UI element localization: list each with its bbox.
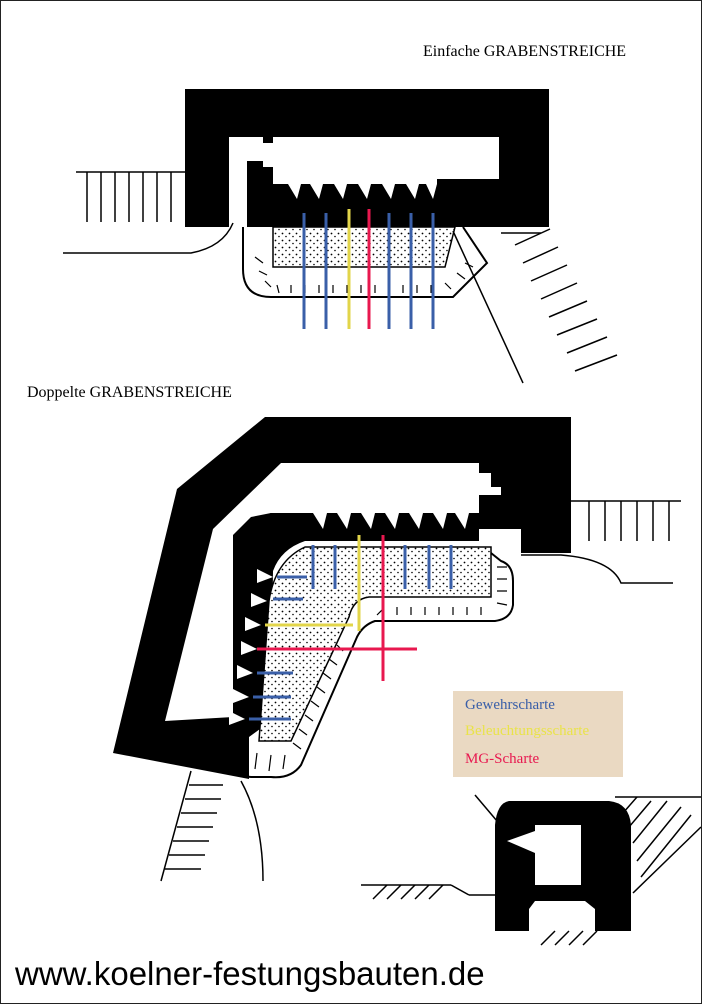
simple-ditch-border: [242, 226, 489, 298]
simple-caponier: [63, 89, 618, 384]
double-embrasures-left: [229, 569, 273, 725]
section-bunker: [495, 801, 631, 931]
left-glacis-simple: [63, 171, 234, 254]
simple-wall-block: [185, 89, 549, 227]
left-glacis-double: [160, 770, 264, 882]
simple-embrasures: [288, 184, 437, 199]
simple-wall-foot: [291, 211, 441, 227]
simple-ditch-hatch: [254, 256, 474, 294]
legend-mg-label: MG-Scharte: [465, 751, 540, 767]
simple-fire-lines: [302, 209, 435, 329]
double-fire-lines: [249, 535, 453, 721]
simple-ditch-floor: [272, 226, 456, 268]
title-double-caponier: Doppelte GRABENSTREICHE: [27, 384, 232, 401]
double-wall-block: [113, 417, 571, 779]
title-simple-caponier: Einfache GRABENSTREICHE: [423, 43, 627, 60]
double-embrasures-top: [313, 513, 469, 529]
double-caponier: [113, 417, 681, 882]
footer-url[interactable]: www.koelner-festungsbauten.de: [15, 955, 485, 992]
legend: Gewehrscharte Beleuchtungsscharte MG-Sch…: [453, 691, 623, 777]
double-ditch-floor: [258, 546, 492, 742]
section-embrasure: [507, 831, 535, 853]
double-ditch-border: [240, 552, 514, 779]
legend-rifle-label: Gewehrscharte: [465, 697, 555, 713]
legend-light-label: Beleuchtungsscharte: [465, 723, 590, 739]
cross-section: [361, 794, 701, 946]
right-glacis-simple: [452, 228, 618, 384]
right-glacis-double: [521, 500, 681, 584]
